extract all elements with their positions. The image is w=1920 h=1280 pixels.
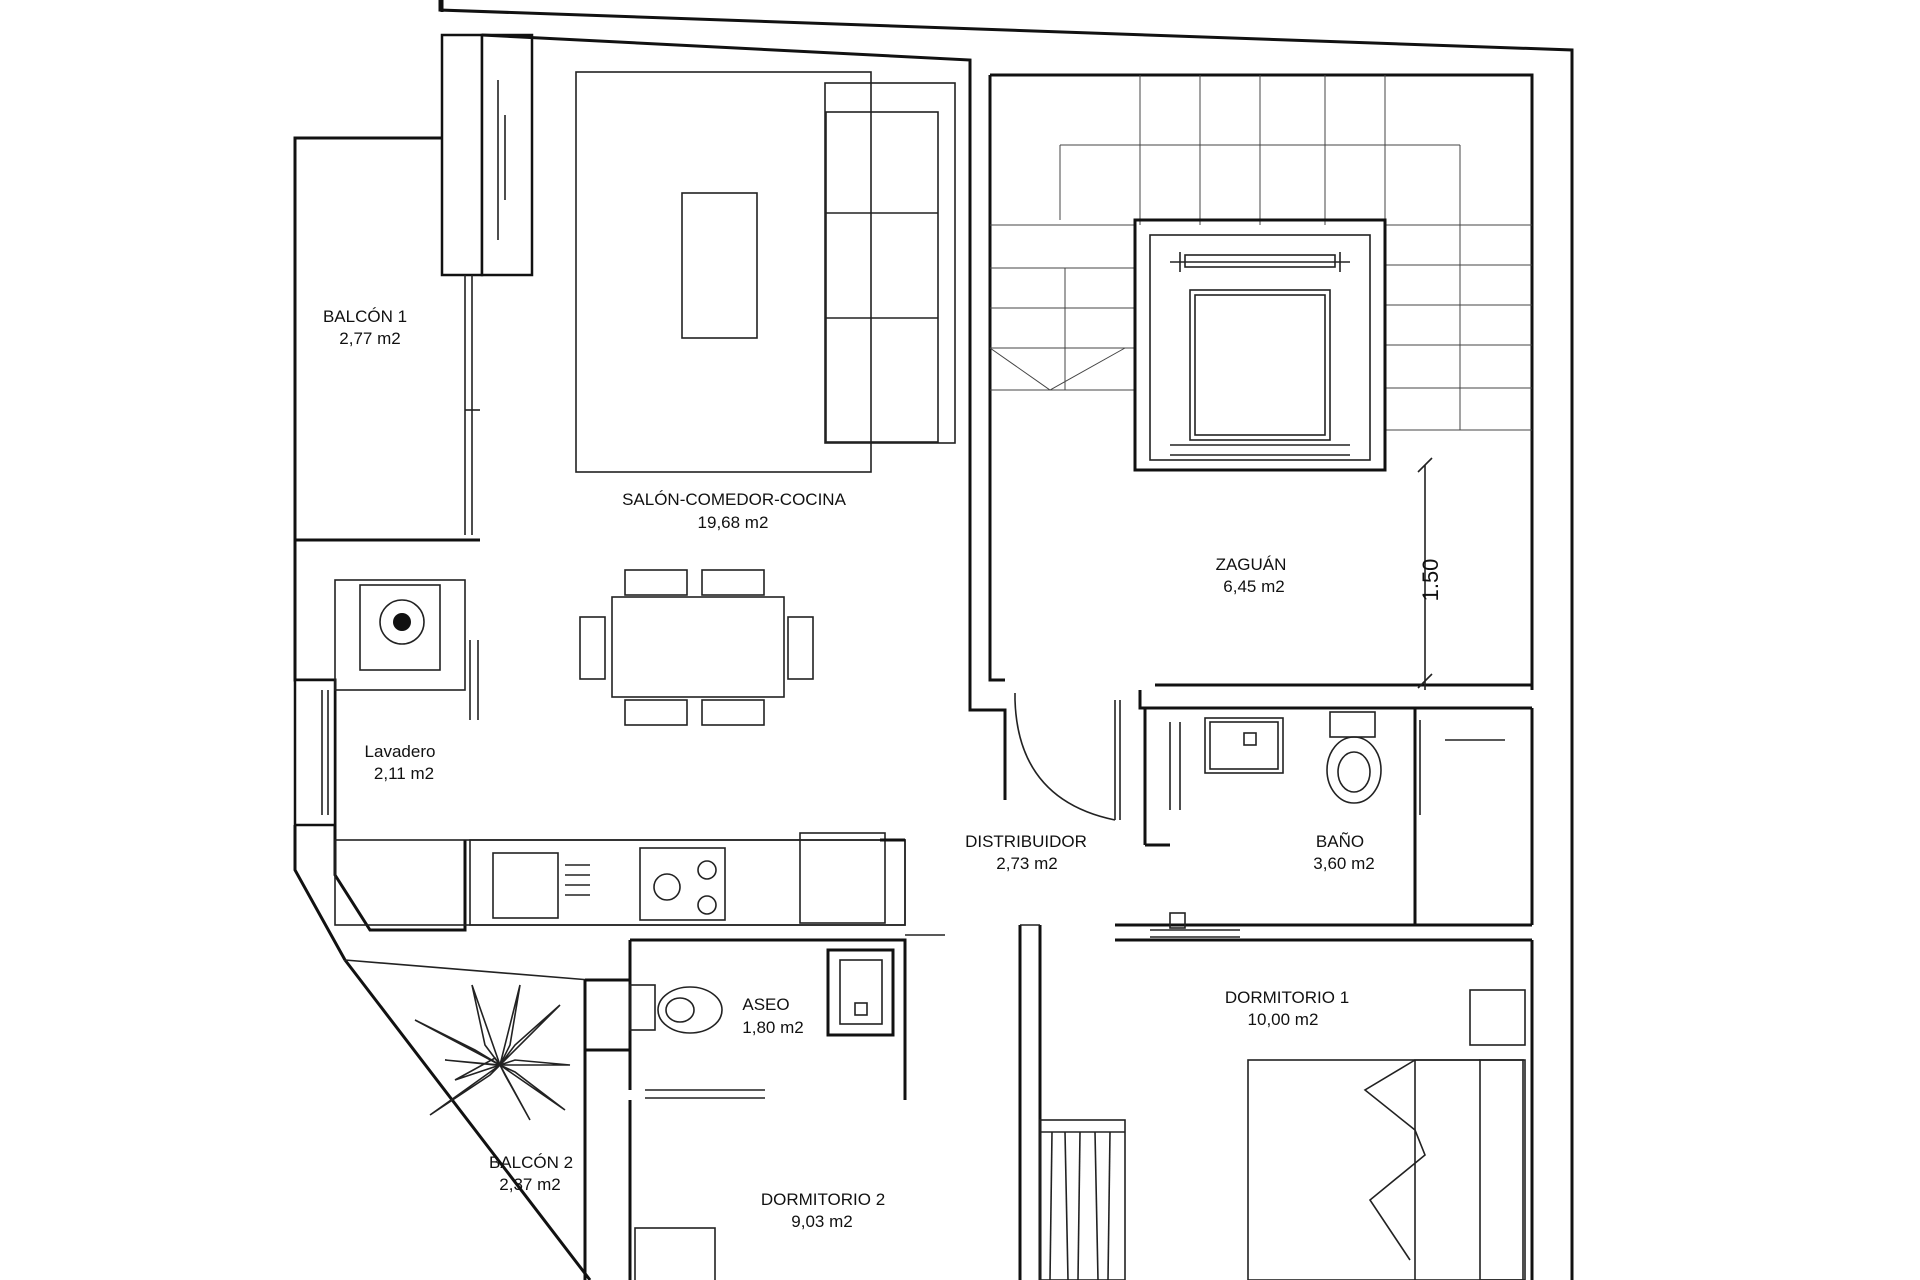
washing-machine-icon — [379, 599, 425, 645]
room-area: 2,37 m2 — [499, 1175, 560, 1194]
room-area: 1,80 m2 — [742, 1018, 803, 1037]
room-area: 2,11 m2 — [374, 764, 434, 783]
room-area: 2,77 m2 — [339, 329, 400, 348]
bed-icon — [1247, 989, 1526, 1280]
room-label-zaguan: ZAGUÁN 6,45 m2 — [1216, 555, 1287, 596]
room-area: 6,45 m2 — [1223, 577, 1284, 596]
dimension-label: 1.50 — [1418, 559, 1443, 602]
room-label-salon: SALÓN-COMEDOR-COCINA 19,68 m2 — [622, 490, 847, 532]
living-furniture — [575, 71, 956, 726]
room-name: ZAGUÁN — [1216, 555, 1287, 574]
room-name: BAÑO — [1316, 832, 1364, 851]
room-label-distribuidor: DISTRIBUIDOR 2,73 m2 — [965, 832, 1087, 873]
room-label-dormitorio1: DORMITORIO 1 10,00 m2 — [1225, 988, 1349, 1029]
room-label-bano: BAÑO 3,60 m2 — [1313, 832, 1374, 873]
room-name: DORMITORIO 1 — [1225, 988, 1349, 1007]
staircase — [988, 73, 1534, 687]
elevator-icon — [1133, 218, 1387, 472]
exterior-walls — [293, 0, 1574, 1280]
interior-walls — [334, 579, 1534, 1280]
room-area: 9,03 m2 — [791, 1212, 852, 1231]
room-area: 10,00 m2 — [1248, 1010, 1319, 1029]
toilet-icon — [629, 948, 895, 1037]
plant-icon — [414, 984, 571, 1121]
door-swings — [1014, 693, 1505, 938]
room-label-balcon1: BALCÓN 1 2,77 m2 — [323, 307, 407, 348]
room-name: DISTRIBUIDOR — [965, 832, 1087, 851]
room-name: ASEO — [742, 995, 789, 1014]
room-name: SALÓN-COMEDOR-COCINA — [622, 490, 847, 509]
room-name: BALCÓN 1 — [323, 307, 407, 326]
room-name: BALCÓN 2 — [489, 1153, 573, 1172]
wardrobe-icon — [634, 1119, 1126, 1280]
room-label-lavadero: Lavadero 2,11 m2 — [365, 742, 436, 783]
room-area: 19,68 m2 — [698, 513, 769, 532]
room-area: 2,73 m2 — [996, 854, 1057, 873]
room-name: Lavadero — [365, 742, 436, 761]
room-name: DORMITORIO 2 — [761, 1190, 885, 1209]
bath-fixtures — [1204, 711, 1382, 804]
room-label-aseo: ASEO 1,80 m2 — [742, 995, 803, 1037]
dimension-line — [1417, 457, 1433, 690]
room-label-balcon2: BALCÓN 2 2,37 m2 — [489, 1153, 573, 1194]
room-label-dormitorio2: DORMITORIO 2 9,03 m2 — [761, 1190, 885, 1231]
room-area: 3,60 m2 — [1313, 854, 1374, 873]
